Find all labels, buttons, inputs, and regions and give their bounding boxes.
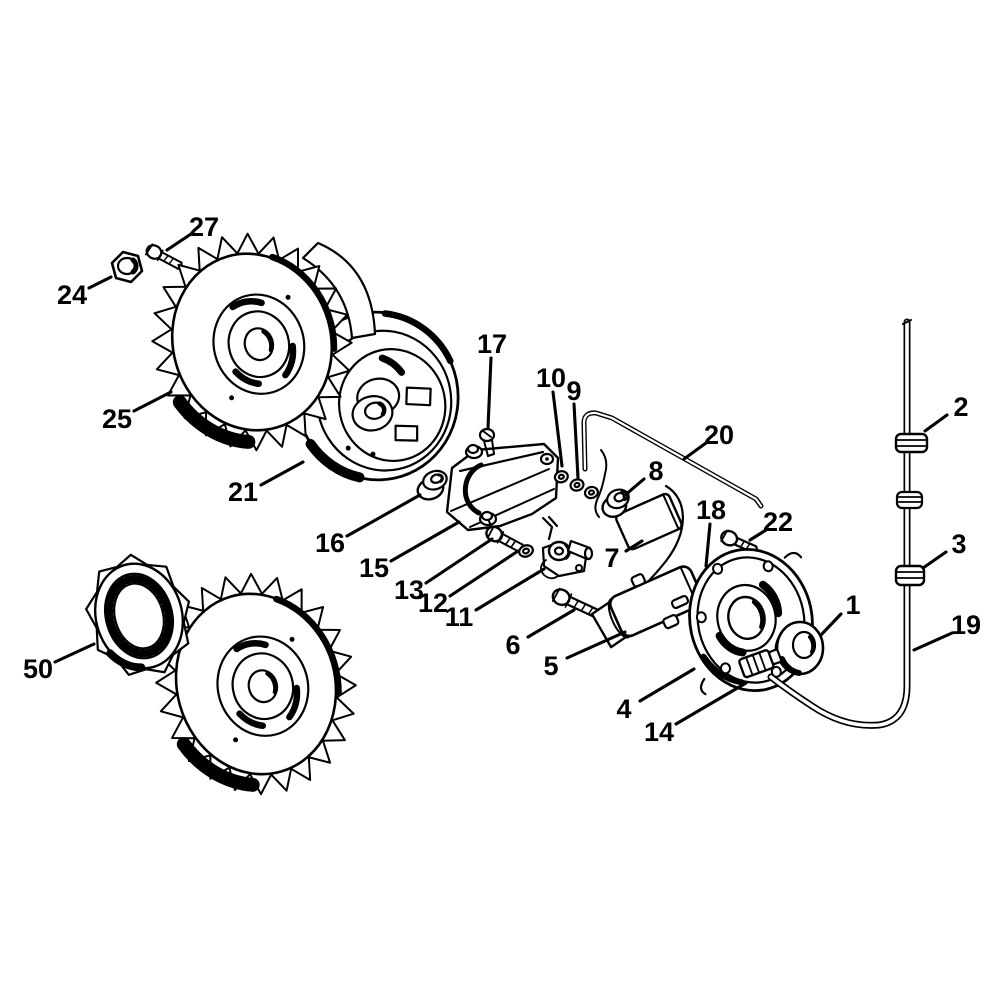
condenser: [615, 492, 683, 551]
callout-leader-1: [819, 612, 843, 637]
callout-6: 6: [505, 630, 520, 660]
washer: [518, 544, 534, 558]
mounting-pin: [670, 594, 690, 610]
callout-24: 24: [57, 280, 87, 310]
hex-nut: [110, 250, 144, 284]
terminal-washers: [553, 470, 599, 500]
callout-15: 15: [359, 553, 389, 583]
callout-3: 3: [951, 529, 966, 559]
callout-leader-7: [624, 539, 644, 553]
callout-leader-50: [53, 642, 96, 664]
callout-leader-19: [912, 631, 954, 652]
cable-grommet-bottom: [894, 564, 926, 587]
callout-leader-25: [132, 390, 173, 413]
callout-leader-12: [448, 549, 520, 598]
callout-1: 1: [845, 590, 860, 620]
callout-leader-10: [551, 390, 564, 468]
callout-17: 17: [477, 329, 507, 359]
flywheel-cup: [294, 310, 460, 483]
starter-ring-gear: [85, 553, 191, 676]
spark-plug-cable: [767, 318, 912, 729]
ignition-backplate: [688, 548, 814, 696]
bearing-ring: [774, 620, 825, 676]
ignition-module: [445, 442, 560, 532]
callout-12: 12: [418, 588, 448, 618]
cable-grommet-middle: [895, 490, 924, 510]
callout-7: 7: [604, 543, 619, 573]
callout-leader-27: [165, 232, 193, 252]
buffer-bushing: [416, 469, 448, 501]
callout-11: 11: [445, 602, 474, 632]
callout-leader-17: [486, 356, 493, 430]
callout-leader-8: [622, 477, 646, 498]
short-circuit-wire: [581, 410, 764, 509]
cable-end-fitting: [738, 648, 783, 679]
flywheel-finned-bottom: [155, 572, 357, 796]
callout-leader-16: [345, 493, 422, 538]
callout-25: 25: [102, 404, 132, 434]
callout-leader-15: [389, 520, 461, 563]
callout-27: 27: [189, 212, 219, 242]
callout-leader-9: [572, 402, 580, 480]
callout-13: 13: [394, 575, 424, 605]
callout-leader-3: [921, 550, 948, 570]
callout-leader-21: [259, 460, 305, 487]
callout-18: 18: [696, 495, 726, 525]
callout-14: 14: [644, 717, 674, 747]
callout-leader-24: [87, 275, 113, 290]
callout-leader-4: [638, 667, 696, 703]
callout-8: 8: [648, 456, 663, 486]
grommet-ring: [601, 488, 630, 518]
callout-leader-18: [704, 522, 712, 568]
small-screw: [144, 243, 183, 270]
flywheel-finned-top: [151, 232, 353, 452]
callout-leader-22: [748, 528, 768, 542]
callout-leader-6: [526, 608, 576, 639]
flywheel-rim-edge: [301, 241, 377, 340]
callout-leader-2: [923, 413, 949, 433]
callout-leader-5: [565, 630, 627, 660]
callout-10: 10: [536, 363, 566, 393]
contact-breaker: [540, 515, 594, 580]
callout-4: 4: [616, 694, 631, 724]
callout-20: 20: [704, 420, 734, 450]
callout-leader-14: [674, 681, 748, 726]
callout-16: 16: [315, 528, 345, 558]
callout-5: 5: [543, 651, 558, 681]
callout-21: 21: [228, 477, 258, 507]
callout-leader-20: [682, 441, 708, 461]
callout-leader-13: [424, 537, 494, 585]
ignition-coil: [590, 565, 704, 649]
callout-19: 19: [951, 610, 981, 640]
callout-leader-11: [474, 567, 546, 612]
callout-2: 2: [953, 392, 968, 422]
callout-22: 22: [763, 507, 793, 537]
callout-9: 9: [566, 376, 581, 406]
callout-50: 50: [23, 654, 53, 684]
cable-grommet-top: [894, 432, 929, 454]
condenser-lead-wire: [594, 449, 608, 518]
